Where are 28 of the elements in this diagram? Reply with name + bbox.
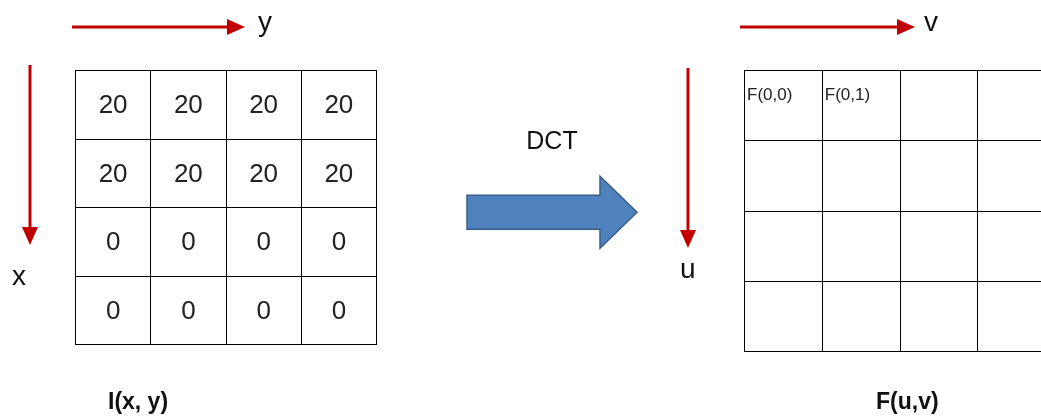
- cell-value: 0: [181, 294, 196, 326]
- cell-value: F(0,0): [747, 85, 793, 105]
- grid-table: [75, 70, 377, 345]
- grid-caption: I(x, y): [108, 388, 169, 415]
- axis-label: v: [924, 8, 938, 36]
- grid-caption: F(u,v): [876, 388, 939, 415]
- cell-value: 0: [331, 226, 347, 258]
- cell-value: 20: [249, 89, 279, 121]
- cell-value: 0: [181, 226, 196, 258]
- grid-table: [744, 70, 1041, 352]
- cell-value: 0: [256, 226, 271, 258]
- cell-value: F(0,1): [824, 85, 871, 105]
- cell-value: 0: [105, 226, 121, 258]
- axis-label: u: [680, 255, 696, 283]
- cell-value: 0: [331, 294, 347, 326]
- axis-label: y: [258, 8, 272, 36]
- cell-value: 0: [256, 294, 271, 326]
- block-arrow: [466, 174, 639, 251]
- cell-value: 0: [105, 294, 121, 326]
- cell-value: 20: [173, 89, 203, 121]
- cell-value: 20: [173, 157, 203, 189]
- axis-label: x: [12, 262, 26, 290]
- cell-value: 20: [249, 157, 279, 189]
- cell-value: 20: [98, 89, 128, 121]
- cell-value: 20: [98, 157, 128, 189]
- cell-value: 20: [324, 89, 354, 121]
- edge-label: DCT: [526, 126, 578, 156]
- cell-value: 20: [324, 157, 354, 189]
